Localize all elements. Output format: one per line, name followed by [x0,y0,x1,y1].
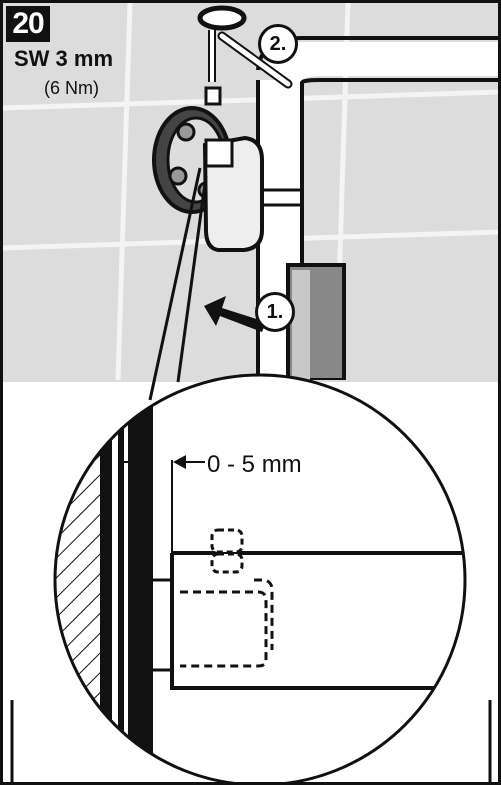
tool-size-label: SW 3 mm [14,46,114,71]
gap-dimension-label: 0 - 5 mm [207,451,302,478]
callout-step-2: 2. [258,24,298,64]
allen-key-icon [197,5,293,106]
push-arrow-icon [204,296,266,332]
magnifier-ring [53,373,467,785]
glass-panel-edge [286,263,346,382]
wall-bracket [152,106,264,252]
torque-label: (6 Nm) [44,78,99,98]
callout-step-1: 1. [255,292,295,332]
zoom-lines [148,167,208,401]
step-number-badge: 20 [6,6,50,42]
